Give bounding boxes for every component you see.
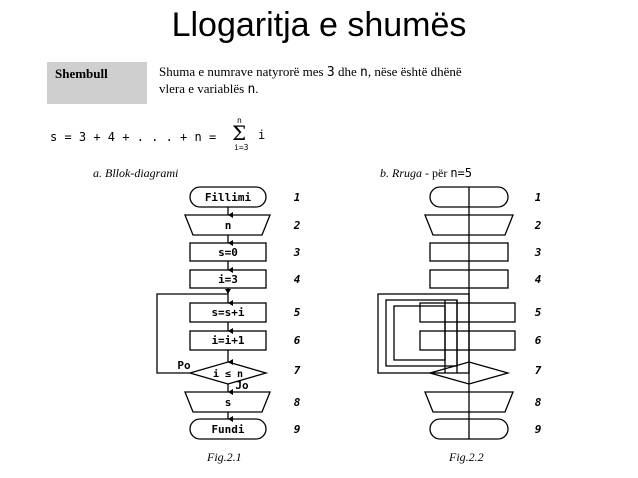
- i-init-label: i=3: [218, 273, 238, 286]
- end-label: Fundi: [211, 423, 244, 436]
- example-text-part: n: [359, 65, 368, 80]
- sigma-upper-limit: n: [237, 116, 242, 125]
- step-number: 6: [294, 334, 301, 347]
- yes-label: Po: [177, 359, 191, 372]
- figure-caption-1: Fig.2.1: [207, 450, 242, 464]
- step-number: 8: [535, 396, 542, 409]
- s-init-label: s=0: [218, 246, 238, 259]
- caption-block-diagram: a. Bllok-diagrami: [93, 166, 179, 180]
- sigma-variable: i: [258, 128, 266, 142]
- condition-label: i ≤ n: [213, 368, 243, 380]
- example-text-part: , nëse është dhënë: [367, 64, 462, 79]
- sigma-lower-limit: i=3: [234, 143, 249, 152]
- step-number: 6: [535, 334, 542, 347]
- step-number: 1: [535, 191, 542, 204]
- step-number: 9: [535, 423, 542, 436]
- example-text-part: n: [247, 82, 256, 97]
- example-text-part: vlera e variablës: [159, 81, 248, 96]
- example-text-part: Shuma e numrave natyrorë mes: [159, 64, 327, 79]
- sigma-symbol: Σ: [232, 121, 247, 145]
- step-number: 4: [535, 273, 542, 286]
- example-label-background: [47, 62, 147, 104]
- sum-formula: s = 3 + 4 + . . . + n =: [50, 130, 217, 144]
- caption-path-part: n=5: [450, 166, 473, 180]
- input-shape: [184, 214, 271, 236]
- i-update-box-path: [419, 330, 516, 351]
- s-update-label: s=s+i: [211, 306, 244, 319]
- start-label: Fillimi: [205, 191, 252, 204]
- step-number: 1: [294, 191, 301, 204]
- slide-title: Llogaritja e shumës: [171, 6, 467, 44]
- step-number: 7: [535, 364, 542, 377]
- caption-path-part: - për: [422, 166, 451, 180]
- step-number: 5: [294, 306, 301, 319]
- input-shape-path: [424, 214, 514, 236]
- output-label: s: [225, 396, 232, 409]
- loop-back-line: [156, 289, 231, 374]
- example-text-part: dhe: [334, 64, 360, 79]
- example-text-part: 3: [326, 65, 335, 80]
- path-loop-middle: [385, 299, 458, 367]
- step-number: 7: [294, 364, 301, 377]
- step-number: 2: [534, 219, 542, 232]
- path-loop-inner: [393, 305, 446, 361]
- caption-path: b. Rruga - për n=5: [380, 166, 472, 181]
- example-text: Shuma e numrave natyrorë mes 3 dhe n, në…: [159, 64, 599, 98]
- output-shape: [184, 391, 271, 413]
- figure-caption-2: Fig.2.2: [449, 450, 484, 464]
- step-number: 9: [294, 423, 301, 436]
- s-update-box-path: [419, 302, 516, 323]
- example-text-part: .: [255, 81, 259, 96]
- i-update-label: i=i+1: [211, 334, 244, 347]
- step-number: 8: [294, 396, 301, 409]
- step-number: 3: [293, 246, 301, 259]
- step-number: 4: [294, 273, 301, 286]
- no-label: Jo: [235, 379, 249, 392]
- output-shape-path: [424, 391, 514, 413]
- example-label: Shembull: [55, 66, 108, 81]
- step-number: 5: [535, 306, 542, 319]
- input-label: n: [225, 219, 232, 232]
- step-number: 3: [534, 246, 542, 259]
- path-loop-outer: [377, 293, 470, 374]
- step-number: 2: [293, 219, 301, 232]
- caption-path-part: b. Rruga: [380, 166, 422, 180]
